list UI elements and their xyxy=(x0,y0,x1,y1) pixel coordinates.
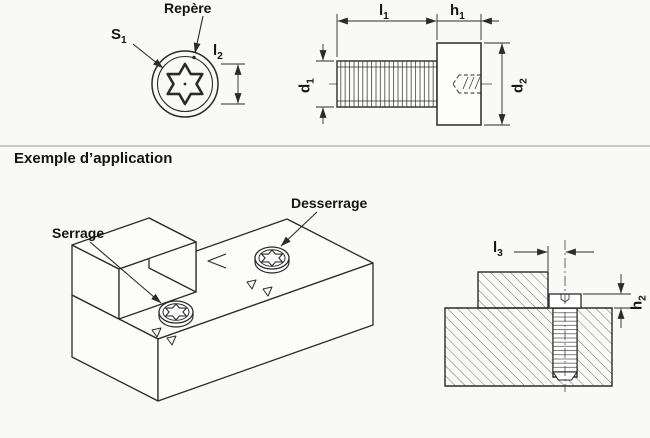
repere-label: Repère xyxy=(164,0,212,16)
dim-sub: 2 xyxy=(217,51,223,62)
torx-recess-hidden-lines xyxy=(452,74,481,94)
dim-base: l xyxy=(213,42,218,59)
application-title: Exemple d’application xyxy=(14,150,173,167)
dim-base: S xyxy=(111,26,122,43)
block-front-face xyxy=(157,262,374,402)
s1-dimension-label: S1 xyxy=(111,27,127,46)
installation-section-view xyxy=(444,240,631,392)
desserrage-screw xyxy=(254,246,290,274)
dim-base: d xyxy=(296,83,314,94)
d1-dimension-label: d1 xyxy=(296,73,317,99)
repere-mark xyxy=(192,55,196,60)
l3-dimension-label: l3 xyxy=(493,240,503,259)
serrage-leader xyxy=(89,241,162,304)
dim-sub: 3 xyxy=(497,248,503,259)
l1-dimension-label: l1 xyxy=(379,3,389,22)
s1-leader xyxy=(132,43,164,69)
application-isometric-drawing xyxy=(71,211,374,402)
screw-head xyxy=(436,42,482,126)
dim-sub: 1 xyxy=(459,11,465,22)
dim-sub: 1 xyxy=(305,78,317,84)
base-block-section xyxy=(444,307,613,387)
l2-dimension-label: l2 xyxy=(213,43,223,62)
desserrage-leader xyxy=(280,211,318,247)
screw-side-view xyxy=(316,14,510,126)
serrage-screw xyxy=(158,300,194,328)
direction-arrow xyxy=(207,253,227,269)
dim-sub: 2 xyxy=(637,295,649,301)
dim-base: h xyxy=(450,2,460,19)
repere-leader xyxy=(193,15,204,54)
dim-base: l xyxy=(379,2,384,19)
h2-dimension-label: h2 xyxy=(628,292,649,314)
clamped-part-section xyxy=(477,271,549,309)
dim-sub: 1 xyxy=(383,11,389,22)
dim-base: h xyxy=(628,300,646,311)
rotation-marks xyxy=(151,279,273,346)
screw-head-front-view xyxy=(132,15,245,118)
desserrage-label: Desserrage xyxy=(291,195,368,211)
dim-sub: 1 xyxy=(121,35,127,46)
h1-dimension-label: h1 xyxy=(450,3,465,22)
threaded-shaft xyxy=(336,60,438,108)
serrage-label: Serrage xyxy=(52,225,105,241)
dim-sub: 2 xyxy=(518,78,530,84)
center-mark xyxy=(183,82,187,86)
step-top-face xyxy=(71,217,197,270)
dim-base: d xyxy=(509,83,527,94)
d2-dimension-label: d2 xyxy=(509,73,530,99)
dim-base: l xyxy=(493,239,498,256)
